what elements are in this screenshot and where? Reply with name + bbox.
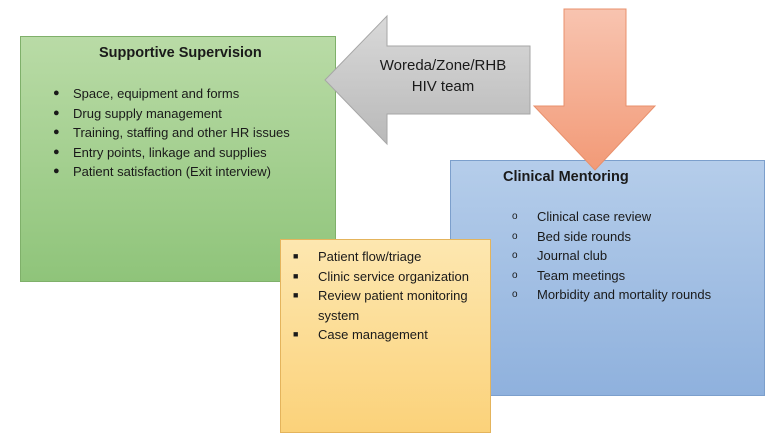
circle-bullet-icon: o [512,269,518,281]
list-item: ■Case management [293,325,478,345]
list-item: ●Entry points, linkage and supplies [53,143,290,163]
list-item: ●Patient satisfaction (Exit interview) [53,162,290,182]
supportive-supervision-box: Supportive Supervision ●Space, equipment… [20,36,336,282]
clinical-mentoring-title: Clinical Mentoring [503,169,629,185]
left-arrow-shape [324,14,531,146]
supportive-supervision-list: ●Space, equipment and forms ●Drug supply… [53,84,290,182]
bullet-icon: ● [53,106,60,119]
supportive-supervision-title: Supportive Supervision [99,45,262,61]
arrow-label-line1: Woreda/Zone/RHB [379,57,507,74]
square-bullet-icon: ■ [293,251,299,261]
list-item: ●Drug supply management [53,104,290,124]
circle-bullet-icon: o [512,250,518,261]
clinic-operations-list: ■Patient flow/triage ■Clinic service org… [293,247,478,345]
list-item: ■Clinic service organization [293,267,478,287]
square-bullet-icon: ■ [293,329,299,339]
list-item: ●Training, staffing and other HR issues [53,123,290,143]
bullet-icon: ● [53,145,60,158]
down-arrow-shape [532,8,657,171]
bullet-icon: ● [53,126,60,138]
square-bullet-icon: ■ [293,270,299,281]
clinic-operations-box: ■Patient flow/triage ■Clinic service org… [280,239,491,433]
list-item: ■Review patient monitoring system [293,288,468,323]
circle-bullet-icon: o [512,289,518,300]
arrow-label-line2: HIV team [411,78,475,95]
bullet-icon: ● [53,165,60,177]
list-item: ■Patient flow/triage [293,247,478,267]
circle-bullet-icon: o [512,230,518,242]
list-item: ●Space, equipment and forms [53,84,290,104]
bullet-icon: ● [53,87,60,99]
square-bullet-icon: ■ [293,290,299,300]
arrow-label: Woreda/Zone/RHB HIV team [368,55,518,97]
circle-bullet-icon: o [512,211,518,222]
